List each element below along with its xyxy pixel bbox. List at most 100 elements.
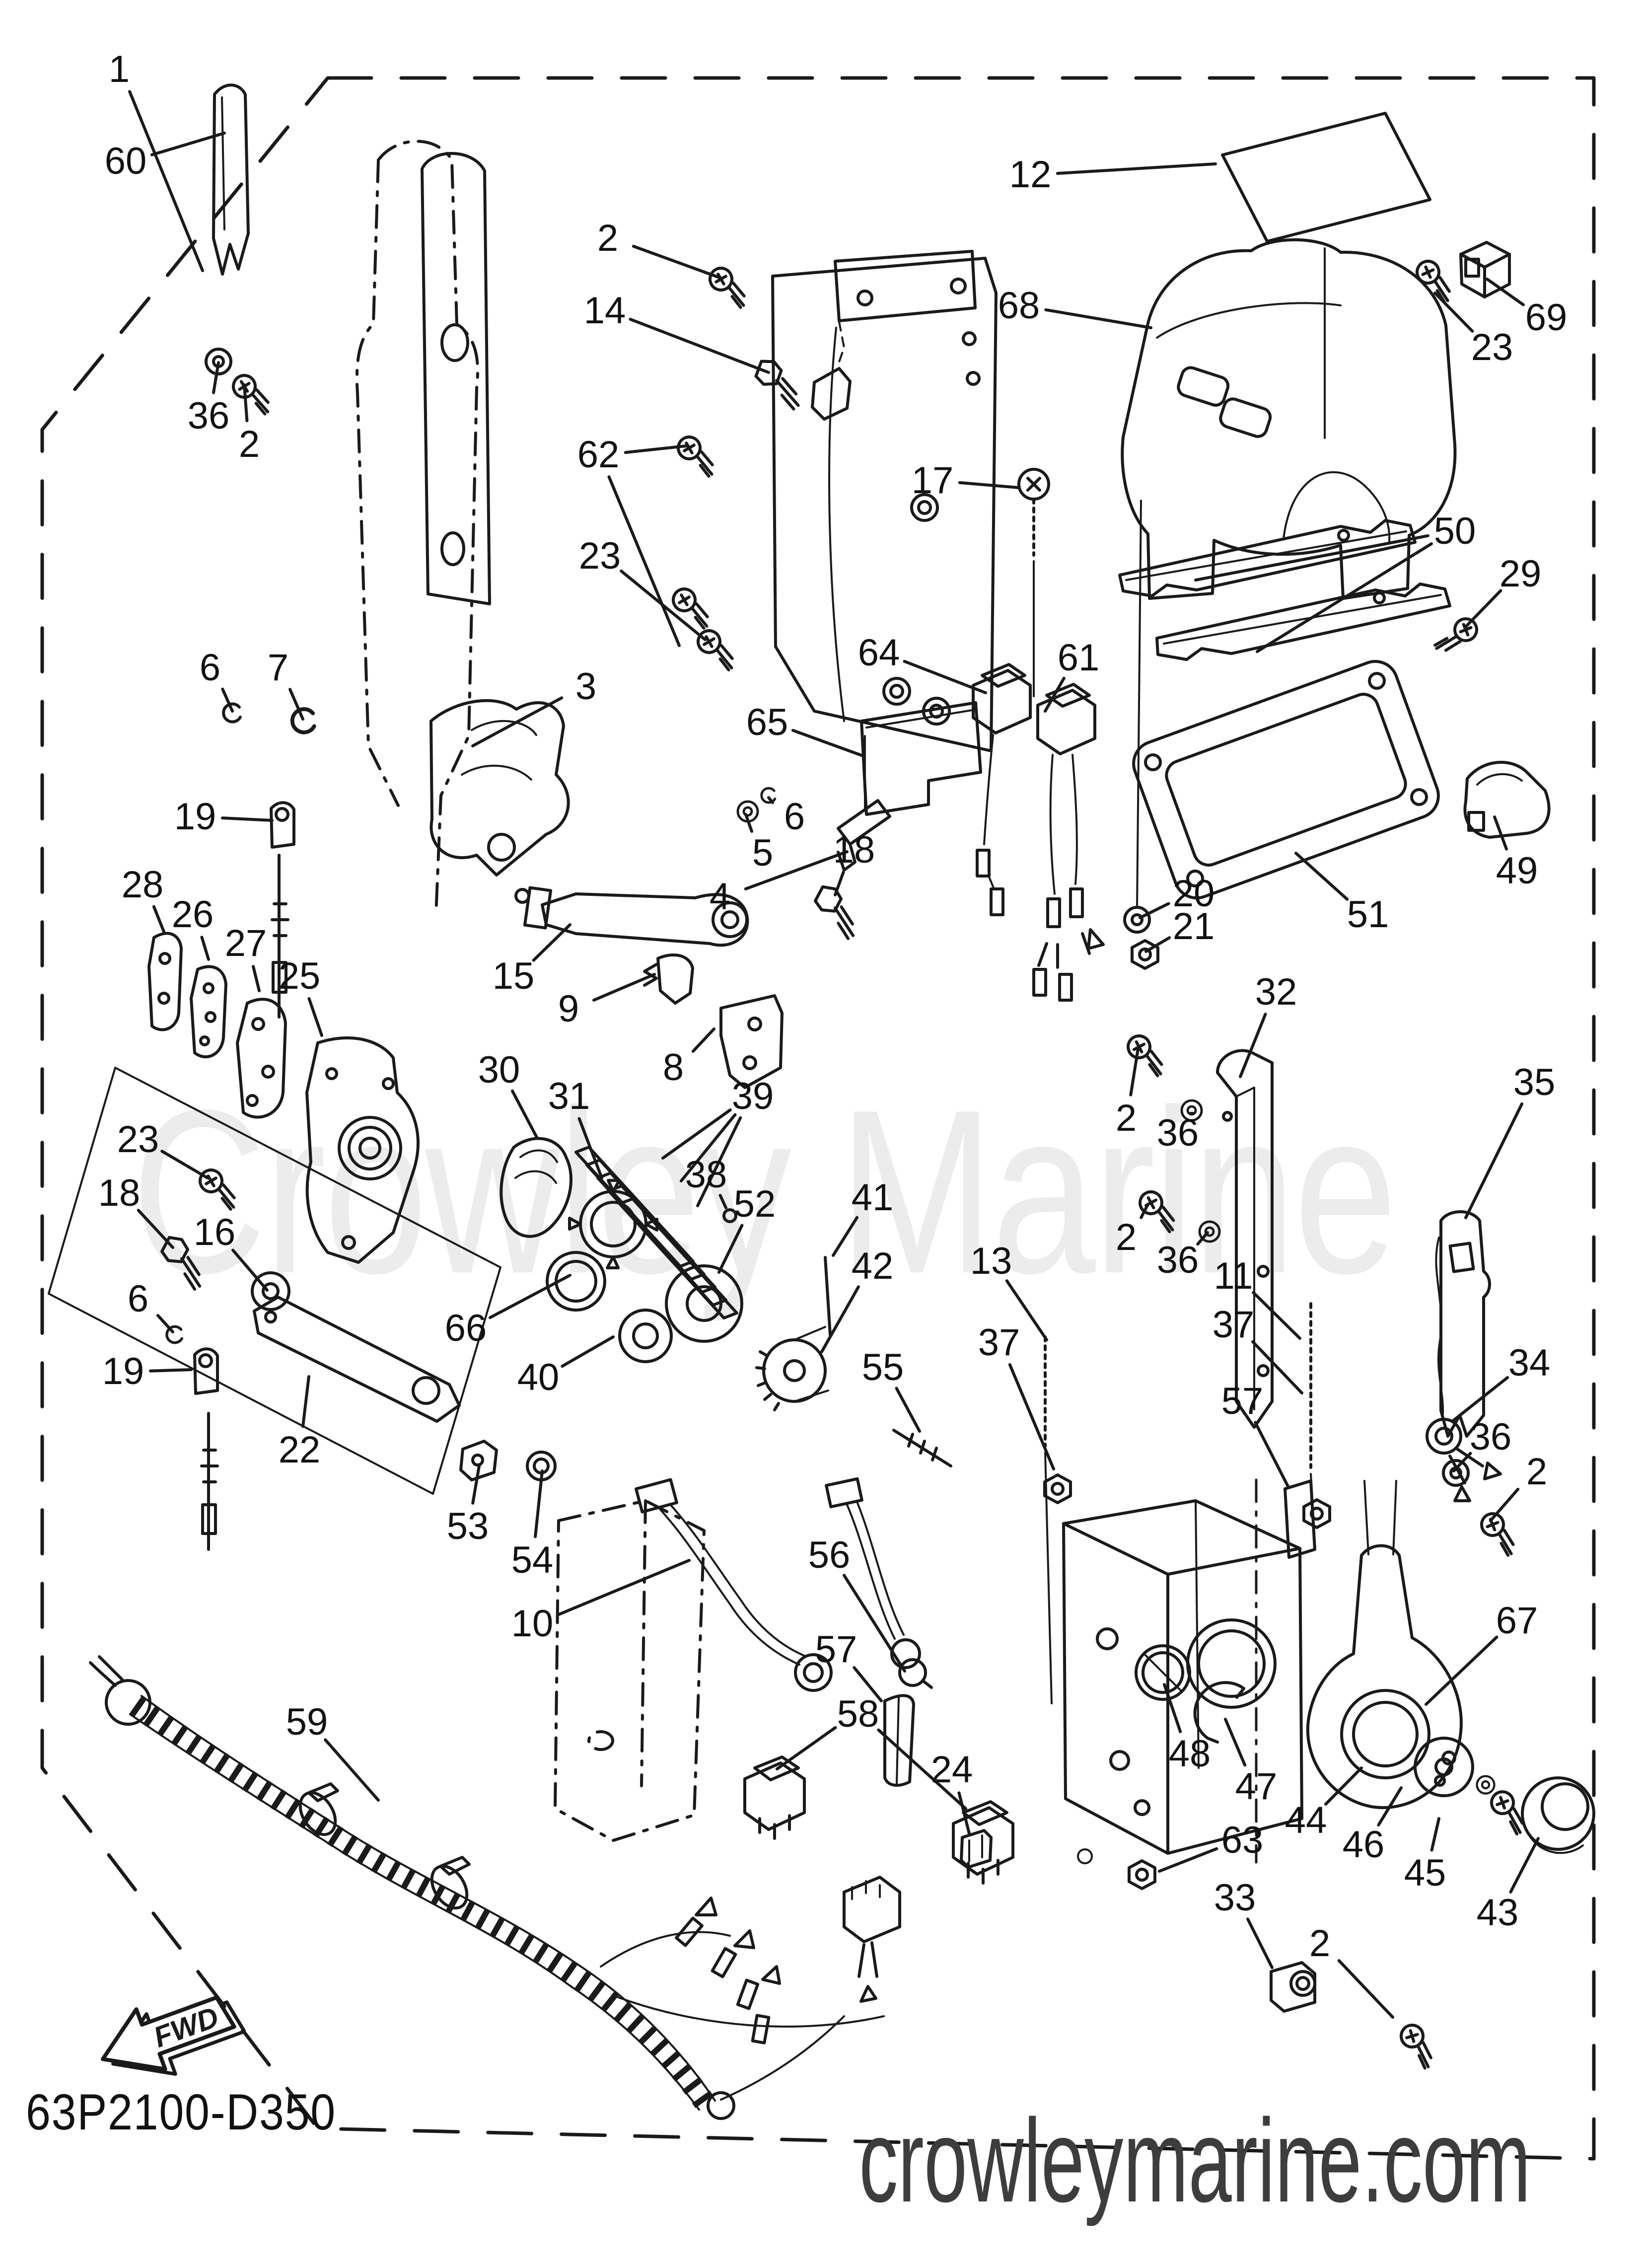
callout-69-10[interactable]: 69 [1525, 296, 1568, 339]
callout-53-64[interactable]: 53 [446, 1505, 489, 1547]
callout-44-77[interactable]: 44 [1285, 1799, 1327, 1841]
callout-46-78[interactable]: 46 [1342, 1824, 1385, 1866]
callout-23-7[interactable]: 23 [578, 535, 621, 577]
leader-line-25 [307, 997, 323, 1037]
callout-14-5[interactable]: 14 [583, 290, 626, 332]
callout-51-35[interactable]: 51 [1347, 893, 1389, 936]
shift-lever-15 [514, 886, 749, 947]
callout-26-30[interactable]: 26 [171, 893, 214, 936]
callout-5-22[interactable]: 5 [752, 832, 774, 874]
callout-41-44[interactable]: 41 [851, 1176, 894, 1219]
callout-56-67[interactable]: 56 [808, 1534, 851, 1576]
leader-line-8 [691, 1027, 715, 1053]
callout-57-63[interactable]: 57 [1221, 1380, 1264, 1422]
callout-2-4[interactable]: 2 [597, 217, 619, 259]
callout-49-36[interactable]: 49 [1496, 850, 1538, 892]
callout-36-48[interactable]: 36 [1156, 1112, 1199, 1154]
callout-36-74[interactable]: 36 [1469, 1416, 1512, 1458]
callout-66-59[interactable]: 66 [444, 1307, 487, 1349]
callout-32-37[interactable]: 32 [1255, 971, 1297, 1013]
callout-2-3[interactable]: 2 [238, 423, 260, 465]
callout-29-14[interactable]: 29 [1499, 553, 1542, 595]
callout-2-47[interactable]: 2 [1115, 1097, 1137, 1139]
callout-6-23[interactable]: 6 [784, 796, 805, 838]
callout-40-60[interactable]: 40 [517, 1356, 560, 1398]
callout-37-52[interactable]: 37 [1212, 1304, 1255, 1346]
plate-27 [236, 998, 287, 1119]
callout-63-81[interactable]: 63 [1221, 1819, 1264, 1861]
callout-68-9[interactable]: 68 [998, 285, 1040, 327]
callout-19-21[interactable]: 19 [174, 796, 216, 838]
callout-38-42[interactable]: 38 [685, 1154, 727, 1196]
callout-65-17[interactable]: 65 [746, 701, 788, 743]
callout-61-16[interactable]: 61 [1057, 637, 1100, 679]
leader-line-26 [200, 936, 210, 961]
callout-13-46[interactable]: 13 [970, 1240, 1012, 1282]
callout-21-34[interactable]: 21 [1172, 905, 1215, 948]
callout-2-83[interactable]: 2 [1309, 1922, 1331, 1965]
callout-47-72[interactable]: 47 [1235, 1765, 1278, 1808]
callout-20-33[interactable]: 20 [1172, 873, 1215, 915]
callout-9-27[interactable]: 9 [558, 988, 579, 1030]
leader-line-2 [1337, 1959, 1394, 2019]
callout-12-8[interactable]: 12 [1009, 153, 1052, 196]
control-housing [1062, 1478, 1303, 1864]
callout-16-55[interactable]: 16 [193, 1211, 236, 1253]
callout-62-6[interactable]: 62 [577, 434, 620, 476]
callout-11-51[interactable]: 11 [1214, 1255, 1253, 1297]
callout-37-61[interactable]: 37 [978, 1321, 1020, 1364]
callout-54-65[interactable]: 54 [511, 1539, 554, 1581]
callout-55-62[interactable]: 55 [861, 1346, 904, 1389]
callout-18-25[interactable]: 18 [833, 829, 875, 871]
callout-60-1[interactable]: 60 [104, 140, 147, 182]
callout-42-45[interactable]: 42 [851, 1245, 894, 1287]
callout-23-11[interactable]: 23 [1471, 326, 1513, 368]
callout-35-38[interactable]: 35 [1513, 1061, 1556, 1103]
callout-39-41[interactable]: 39 [731, 1075, 774, 1117]
callout-15-26[interactable]: 15 [492, 955, 535, 997]
callout-33-82[interactable]: 33 [1214, 1877, 1256, 1919]
callout-18-54[interactable]: 18 [98, 1172, 141, 1214]
callout-43-80[interactable]: 43 [1476, 1892, 1519, 1934]
callout-2-49[interactable]: 2 [1115, 1216, 1137, 1258]
callout-23-53[interactable]: 23 [117, 1118, 159, 1161]
callout-2-75[interactable]: 2 [1526, 1451, 1548, 1493]
callout-57-68[interactable]: 57 [815, 1628, 857, 1671]
callout-3-20[interactable]: 3 [575, 665, 597, 708]
callout-30-39[interactable]: 30 [478, 1049, 520, 1091]
callout-22-58[interactable]: 22 [278, 1429, 321, 1471]
callout-6-18[interactable]: 6 [199, 647, 221, 689]
callout-19-57[interactable]: 19 [102, 1350, 144, 1392]
leader-lines [128, 90, 1540, 2019]
callout-17-12[interactable]: 17 [911, 459, 954, 502]
callout-28-29[interactable]: 28 [121, 864, 164, 906]
circlip-47 [1193, 1681, 1245, 1744]
callout-58-69[interactable]: 58 [837, 1693, 879, 1735]
leader-line-36 [1196, 1231, 1209, 1246]
callout-52-43[interactable]: 52 [733, 1183, 776, 1225]
callout-4-24[interactable]: 4 [709, 876, 731, 918]
callout-45-79[interactable]: 45 [1404, 1852, 1446, 1894]
callout-48-71[interactable]: 48 [1168, 1733, 1211, 1775]
callout-31-40[interactable]: 31 [548, 1075, 590, 1117]
callout-6-56[interactable]: 6 [127, 1278, 149, 1320]
leader-line-2 [1140, 1203, 1149, 1219]
callout-64-15[interactable]: 64 [857, 632, 900, 674]
callout-34-73[interactable]: 34 [1508, 1342, 1551, 1384]
callout-25-32[interactable]: 25 [278, 955, 321, 997]
callout-36-50[interactable]: 36 [1156, 1239, 1199, 1281]
pin-19-and-cable-2 [193, 1347, 219, 1551]
callout-10-66[interactable]: 10 [511, 1603, 554, 1645]
callout-67-76[interactable]: 67 [1496, 1600, 1538, 1642]
callout-24-70[interactable]: 24 [930, 1749, 973, 1791]
leader-line-43 [1509, 1837, 1540, 1894]
leader-line-1 [128, 90, 204, 272]
callout-36-2[interactable]: 36 [187, 395, 230, 437]
callout-50-13[interactable]: 50 [1433, 510, 1476, 552]
callout-8-28[interactable]: 8 [662, 1046, 684, 1089]
callout-7-19[interactable]: 7 [267, 647, 289, 689]
callout-1-0[interactable]: 1 [108, 48, 130, 90]
callout-59-84[interactable]: 59 [286, 1701, 328, 1743]
link-strap-22 [253, 1296, 461, 1423]
callout-27-31[interactable]: 27 [224, 922, 267, 964]
